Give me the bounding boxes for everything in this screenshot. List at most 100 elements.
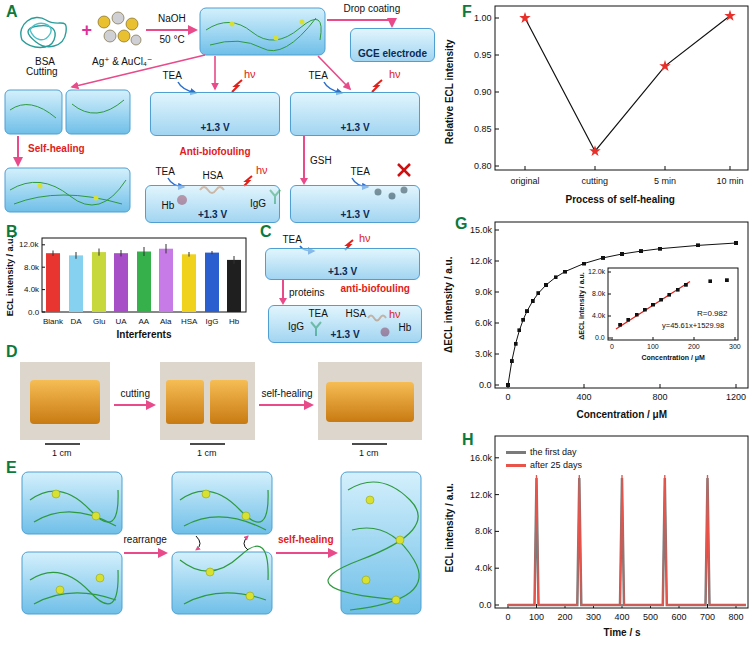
tick-label: 15.0k — [470, 225, 492, 235]
legend-text: after 25 days — [530, 460, 582, 470]
tick-label: 6.0k — [475, 318, 492, 328]
reagent-label: TEA — [309, 308, 328, 320]
inset-chart — [608, 272, 735, 340]
data-line — [508, 475, 746, 605]
node-text: +1.3 V — [198, 209, 227, 221]
tick-label: 0.0 — [479, 600, 492, 610]
healed-hydrogel — [38, 184, 99, 201]
healed-hydrogel — [94, 196, 99, 201]
protein-label: IgG — [250, 198, 266, 210]
tick-label: 300 — [586, 612, 601, 622]
axis-title: Concentration / μM — [577, 409, 668, 421]
category-label: IgG — [206, 317, 219, 326]
cut-hydrogel — [5, 90, 62, 134]
node-text: GCE electrode — [358, 48, 427, 60]
hydrogel-network — [34, 593, 116, 604]
line-chart-axes — [495, 18, 730, 170]
hydrogel-network — [180, 546, 268, 580]
hydrogel-network — [34, 512, 116, 526]
category-label: HSA — [181, 317, 197, 326]
bar-series — [69, 255, 83, 312]
step-arrow — [124, 552, 166, 554]
error-bars — [53, 244, 234, 264]
plus-sign: + — [82, 20, 93, 41]
tick-label: 0 — [506, 392, 511, 402]
hydrogel-network — [184, 517, 266, 530]
light-emission — [372, 80, 382, 92]
molecule-label: Ag⁺ & AuCl₄⁻ — [92, 56, 152, 68]
reagent-label: TEA — [283, 234, 302, 246]
category-label: UA — [116, 317, 127, 326]
tick-label: 1200 — [726, 392, 746, 402]
protein-label: Hb — [162, 200, 175, 212]
tick-label: 500 — [643, 612, 658, 622]
emission-label: hν — [244, 68, 256, 81]
arrow-head — [300, 178, 308, 185]
step-arrow — [327, 20, 392, 26]
photo-gel — [160, 362, 255, 440]
scale-bar — [190, 443, 225, 445]
hydrogel-network — [341, 472, 421, 614]
bar-series — [46, 253, 60, 312]
healed-hydrogel — [10, 180, 126, 205]
step-label: anti-biofouling — [341, 283, 410, 295]
protein-label: HSA — [346, 308, 367, 320]
hydrogel-electrode: +1.3 V — [265, 248, 420, 280]
cut-hydrogel — [10, 100, 124, 118]
metal-ions — [98, 12, 141, 45]
reagent-label: TEA — [163, 70, 182, 82]
panel-letter: D — [6, 343, 18, 361]
healed-hydrogel — [38, 184, 43, 189]
data-markers — [724, 10, 735, 21]
metal-ions — [98, 16, 110, 28]
legend-text: the first day — [530, 447, 577, 457]
hydrogel-network — [52, 490, 404, 604]
step-label: Anti-biofouling — [180, 146, 251, 158]
panel-letter: C — [260, 223, 272, 241]
healed-hydrogel — [14, 195, 122, 204]
quench-cross — [398, 164, 410, 176]
hydrogel-slab — [210, 18, 316, 51]
bar-series — [114, 253, 128, 312]
tick-label: 0.0 — [595, 334, 605, 342]
molecule-label: BSA — [35, 56, 55, 68]
photo-gel — [210, 380, 248, 424]
scale-bar — [352, 443, 387, 445]
tick-label: 8.0k — [24, 263, 39, 272]
node-text: +1.3 V — [200, 122, 229, 134]
line-chart-axes — [495, 222, 748, 388]
axis-title: ECL intensity / a.u. — [443, 483, 455, 572]
tick-label: 800 — [653, 392, 668, 402]
metal-ions — [118, 30, 130, 42]
cut-hydrogel — [72, 100, 124, 113]
tick-label: 12.0k — [470, 490, 492, 500]
hydrogel-network — [392, 596, 400, 604]
arrow-head — [279, 298, 287, 305]
cut-hydrogel — [5, 90, 130, 134]
step-arrow — [114, 404, 154, 406]
metal-ions — [131, 35, 141, 45]
connector-line — [303, 136, 305, 179]
legend-swatch — [506, 451, 526, 454]
bar-series — [137, 252, 151, 313]
bar-series — [159, 249, 173, 312]
hydrogel-network — [350, 528, 419, 610]
photo-gel — [318, 362, 422, 440]
hydrogel-electrode: +1.3 V — [290, 92, 420, 136]
axis-title: ΔECL intensity / a.u. — [443, 257, 455, 353]
reagent-label: TEA — [309, 70, 328, 82]
hydrogel-electrode: +1.3 V — [150, 92, 280, 136]
tick-label: 8.0k — [592, 290, 605, 298]
hydrogel-network — [246, 592, 254, 600]
hydrogel-network — [96, 574, 104, 582]
hydrogel-network — [172, 552, 272, 614]
error-bars — [53, 244, 234, 264]
tick-label: 9.0k — [475, 287, 492, 297]
line-chart-axes — [495, 436, 748, 608]
hydrogel-network — [202, 490, 210, 498]
line-chart-axes — [495, 436, 748, 608]
inset-chart — [620, 280, 727, 324]
scale-label: 1 cm — [197, 448, 217, 458]
